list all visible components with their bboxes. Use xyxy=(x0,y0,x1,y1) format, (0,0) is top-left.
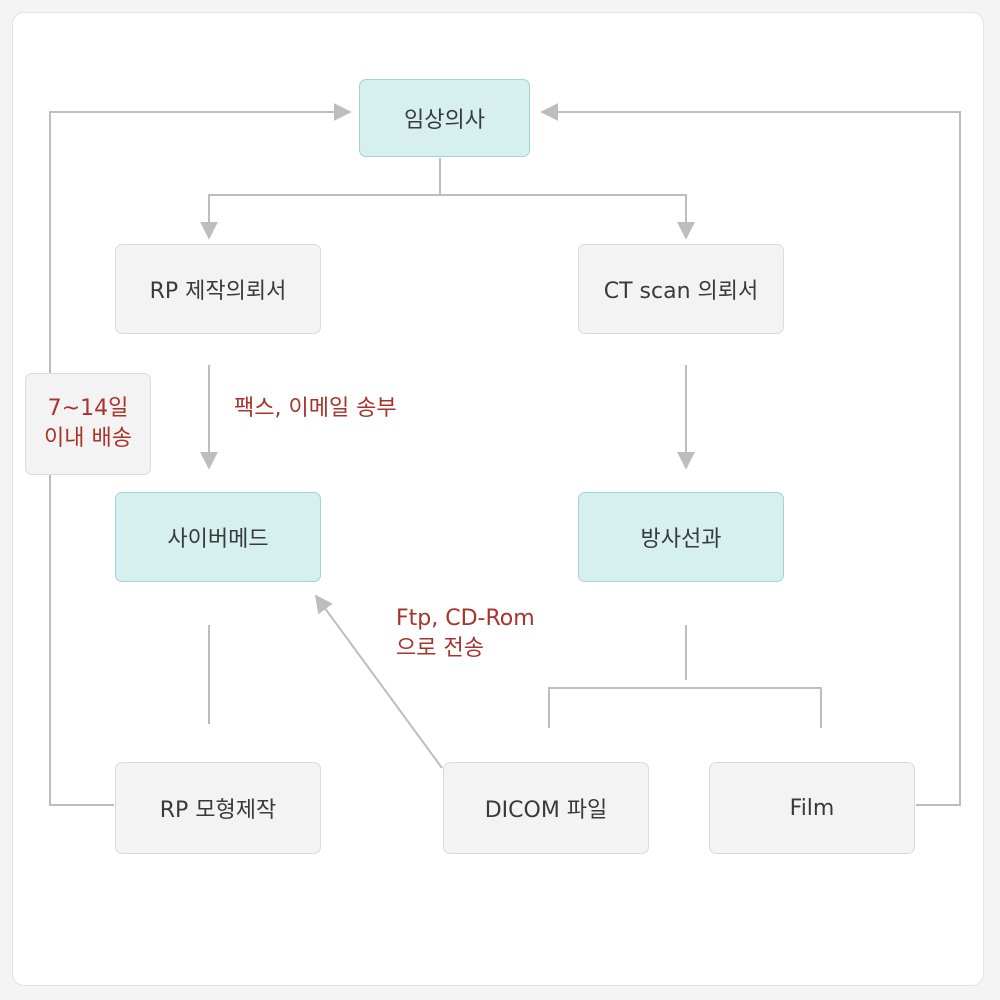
rp-model-node: RP 모형제작 xyxy=(115,762,321,854)
dicom-file-node: DICOM 파일 xyxy=(443,762,649,854)
radiology-output-bracket xyxy=(548,625,822,728)
fax-email-note: 팩스, 이메일 송부 xyxy=(234,394,397,424)
radiology-node: 방사선과 xyxy=(578,492,784,582)
clinician-to-ct-request-arrow xyxy=(440,194,695,240)
ct-request-node: CT scan 의뢰서 xyxy=(578,244,784,334)
ftp-cdrom-note-line-2: 으로 전송 xyxy=(396,636,484,661)
fax-email-note-text: 팩스, 이메일 송부 xyxy=(234,396,397,421)
delivery-note-box: 7~14일 이내 배송 xyxy=(25,373,151,475)
delivery-note-line-2: 이내 배송 xyxy=(44,426,132,451)
film-node: Film xyxy=(709,762,915,854)
ftp-cdrom-note-line-1: Ftp, CD-Rom xyxy=(396,606,535,631)
ftp-cdrom-note: Ftp, CD-Rom 으로 전송 xyxy=(396,604,535,664)
rp-request-node: RP 제작의뢰서 xyxy=(115,244,321,334)
clinician-to-rp-request-arrow xyxy=(200,158,441,240)
dicom-to-cybermed-arrow xyxy=(314,594,443,769)
cybermed-node: 사이버메드 xyxy=(115,492,321,582)
film-to-clinician-arrow xyxy=(540,103,961,806)
clinician-node: 임상의사 xyxy=(359,79,530,157)
delivery-note-line-1: 7~14일 xyxy=(47,396,129,421)
